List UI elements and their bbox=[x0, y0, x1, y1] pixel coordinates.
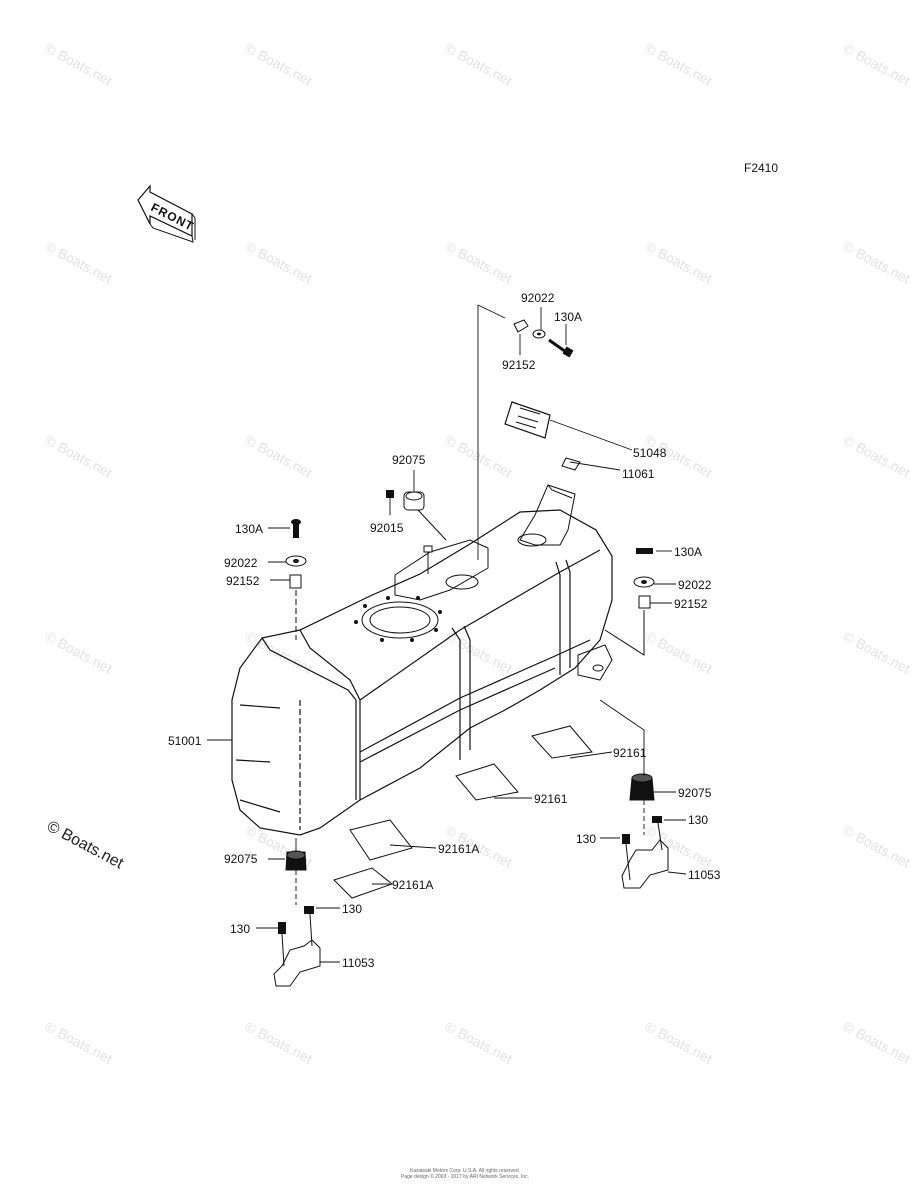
tank-boss bbox=[394, 539, 489, 601]
pad-92161A-1 bbox=[349, 819, 413, 861]
part-label-11053[interactable]: 11053 bbox=[688, 868, 721, 882]
part-label-92022[interactable]: 92022 bbox=[521, 291, 555, 305]
copyright-line: Page design © 2003 - 2017 by ARI Network… bbox=[400, 1174, 530, 1180]
part-label-92161[interactable]: 92161 bbox=[534, 792, 568, 806]
part-label-11053[interactable]: 11053 bbox=[342, 956, 375, 970]
part-label-92075[interactable]: 92075 bbox=[678, 786, 712, 800]
part-label-130[interactable]: 130 bbox=[688, 813, 709, 827]
part-label-92161[interactable]: 92161 bbox=[613, 746, 647, 760]
filler-opening-inner bbox=[369, 606, 431, 634]
part-label-130A[interactable]: 130A bbox=[554, 310, 583, 324]
part-label-92075[interactable]: 92075 bbox=[392, 453, 426, 467]
part-label-130[interactable]: 130 bbox=[230, 922, 251, 936]
part-label-92152[interactable]: 92152 bbox=[674, 597, 708, 611]
tank-bracket bbox=[577, 644, 613, 681]
part-label-130A[interactable]: 130A bbox=[674, 545, 703, 559]
pad-92161A-2 bbox=[333, 867, 394, 899]
figure-code: F2410 bbox=[744, 161, 779, 175]
part-label-92022[interactable]: 92022 bbox=[678, 578, 712, 592]
leader-lines bbox=[207, 304, 687, 963]
part-label-92152[interactable]: 92152 bbox=[502, 358, 536, 372]
copyright-line: Kawasaki Motors Corp. U.S.A. All rights … bbox=[409, 1168, 521, 1174]
pad-92161-mid bbox=[455, 763, 519, 801]
part-label-130[interactable]: 130 bbox=[342, 902, 363, 916]
part-label-92161A[interactable]: 92161A bbox=[392, 878, 434, 892]
filler-cap bbox=[561, 457, 581, 471]
part-label-92161A[interactable]: 92161A bbox=[438, 842, 480, 856]
right-mount bbox=[621, 773, 669, 889]
part-label-92152[interactable]: 92152 bbox=[226, 574, 260, 588]
part-label-11061[interactable]: 11061 bbox=[622, 467, 655, 481]
left-mount bbox=[273, 850, 321, 987]
front-arrow-icon bbox=[137, 184, 196, 243]
part-label-92022[interactable]: 92022 bbox=[224, 556, 258, 570]
filler-opening bbox=[361, 601, 439, 639]
part-label-92075[interactable]: 92075 bbox=[224, 852, 258, 866]
gasket bbox=[504, 401, 551, 439]
part-label-51048[interactable]: 51048 bbox=[633, 446, 667, 460]
fuel-tank bbox=[231, 509, 613, 836]
left-hardware bbox=[285, 519, 307, 589]
top-mount bbox=[386, 490, 425, 511]
part-label-51001[interactable]: 51001 bbox=[168, 734, 202, 748]
part-label-130A[interactable]: 130A bbox=[235, 522, 264, 536]
pad-92161-right bbox=[531, 725, 593, 759]
right-hardware bbox=[633, 548, 655, 609]
part-label-130[interactable]: 130 bbox=[576, 832, 597, 846]
part-label-92015[interactable]: 92015 bbox=[370, 521, 404, 535]
top-hardware bbox=[513, 319, 574, 358]
copyright-notice: Kawasaki Motors Corp. U.S.A. All rights … bbox=[300, 1168, 630, 1180]
filler-neck bbox=[519, 484, 576, 546]
